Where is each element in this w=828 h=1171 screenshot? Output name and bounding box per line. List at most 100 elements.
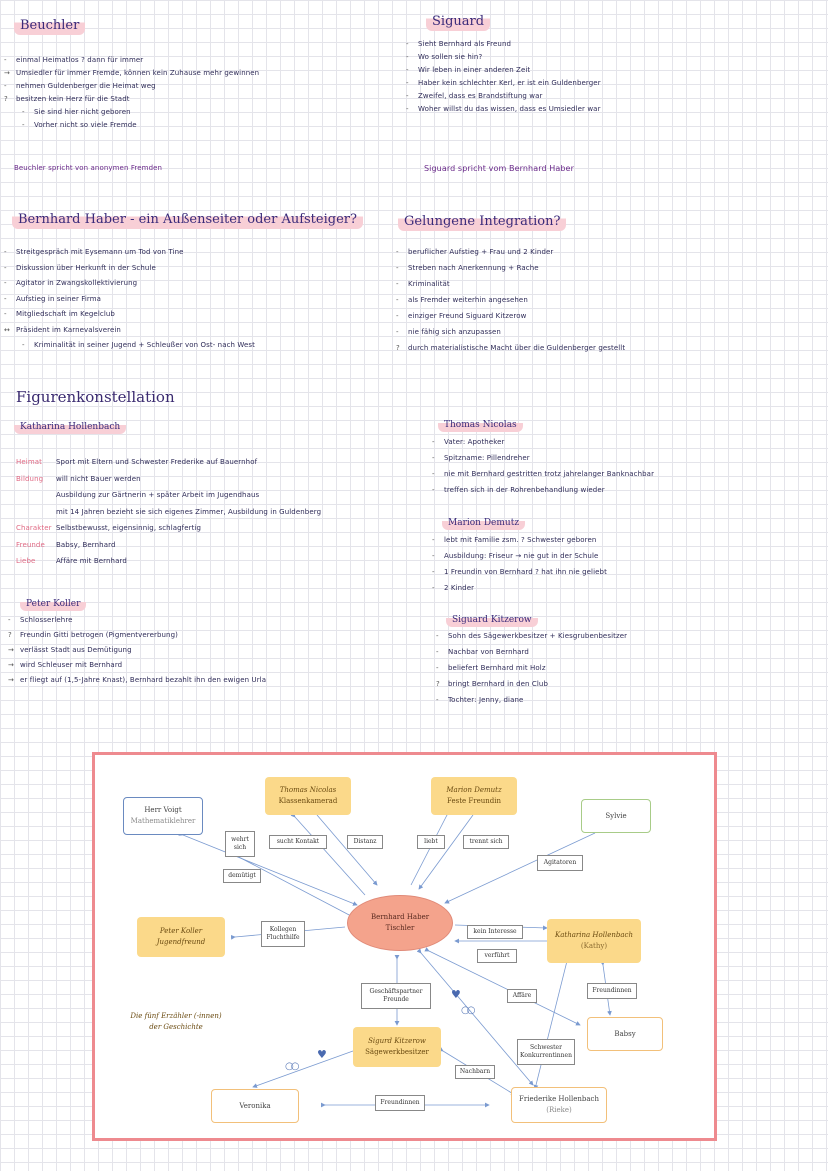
row-label: Liebe xyxy=(16,557,36,565)
row-text: Affäre mit Bernhard xyxy=(56,557,127,565)
row-text: mit 14 Jahren bezieht sie sich eigenes Z… xyxy=(56,507,322,516)
bullet-mark: - xyxy=(8,616,11,624)
bullet-mark: - xyxy=(4,294,7,303)
bullet-mark: - xyxy=(432,568,435,576)
item-text: Tochter: Jenny, diane xyxy=(448,696,524,704)
node-katharina: Katharina Hollenbach (Kathy) xyxy=(547,919,641,963)
integration-item: -einziger Freund Siguard Kitzerow xyxy=(396,312,526,320)
beuchler-item: -einmal Heimatlos ? dann für immer xyxy=(4,56,143,64)
edge-gedemuetigt xyxy=(234,854,354,918)
item-text: verlässt Stadt aus Demütigung xyxy=(20,646,132,654)
bullet-mark: - xyxy=(406,105,409,113)
item-text: Zweifel, dass es Brandstiftung war xyxy=(418,92,543,100)
bullet-mark: → xyxy=(8,661,14,669)
bullet-mark: - xyxy=(432,536,435,544)
row-label: Charakter xyxy=(16,524,52,532)
bullet-mark: - xyxy=(406,66,409,74)
item-text: treffen sich in der Rohrenbehandlung wie… xyxy=(444,486,605,494)
beuchler-item: →Umsiedler für immer Fremde, können kein… xyxy=(4,69,259,77)
marion-item: - 2 Kinder xyxy=(432,584,474,592)
bernhard-item: -Streitgespräch mit Eysemann um Tod von … xyxy=(4,248,184,256)
heart-icon: ♥ xyxy=(451,988,461,1001)
item-text: als Fremder weiterhin angesehen xyxy=(408,296,528,304)
heart-icon: ♥ xyxy=(317,1048,327,1061)
edge-sylvie xyxy=(444,832,596,904)
label-wehrt: wehrt sich xyxy=(225,831,255,857)
thomas-heading: Thomas Nicolas xyxy=(438,418,523,432)
integration-item: - als Fremder weiterhin angesehen xyxy=(396,296,528,304)
siguard-item: -Woher willst du das wissen, dass es Ums… xyxy=(406,105,601,113)
bullet-mark: - xyxy=(396,248,399,256)
thomas-item: -Spitzname: Pillendreher xyxy=(432,454,530,462)
beuchler-item: -Vorher nicht so viele Fremde xyxy=(22,121,137,129)
rings-icon: ○○ xyxy=(285,1061,300,1072)
label-freundinnen1: Freundinnen xyxy=(587,983,637,999)
label-distanz: Distanz xyxy=(347,835,383,849)
item-text: Aufstieg in seiner Firma xyxy=(16,294,102,303)
item-text: 2 Kinder xyxy=(444,584,475,592)
bullet-mark: - xyxy=(4,263,7,272)
bullet-mark: - xyxy=(432,552,435,560)
bullet-mark: - xyxy=(396,296,399,304)
bernhard-item: -Diskussion über Herkunft in der Schule xyxy=(4,264,156,272)
bullet-mark: - xyxy=(406,92,409,100)
bullet-mark: ? xyxy=(396,344,400,352)
siguard-item: - Zweifel, dass es Brandstiftung war xyxy=(406,92,542,100)
siguardk-item: ?bringt Bernhard in den Club xyxy=(436,680,548,688)
item-text: beruflicher Aufstieg + Frau und 2 Kinder xyxy=(408,248,554,256)
thomas-item: -nie mit Bernhard gestritten trotz jahre… xyxy=(432,470,654,478)
item-text: Agitator in Zwangskollektivierung xyxy=(16,279,138,287)
bullet-mark: → xyxy=(8,646,14,654)
figuren-heading: Figurenkonstellation xyxy=(16,388,175,406)
item-text: 1 Freundin von Bernhard ? hat ihn nie ge… xyxy=(444,568,607,576)
edge-veronika xyxy=(252,1050,354,1088)
bullet-mark: → xyxy=(4,69,10,77)
bullet-mark: → xyxy=(8,676,14,684)
row-text: Selbstbewusst, eigensinnig, schlagfertig xyxy=(56,524,202,532)
item-text: wird Schleuser mit Bernhard xyxy=(20,661,123,669)
integration-item: -nie fähig sich anzupassen xyxy=(396,328,501,336)
bullet-mark: - xyxy=(396,312,399,320)
edge-distanz xyxy=(316,814,378,886)
bernhard-item: - Agitator in Zwangskollektivierung xyxy=(4,279,137,287)
item-text: Sohn des Sägewerkbesitzer + Kiesgrubenbe… xyxy=(448,632,628,640)
bernhard-item: -Aufstieg in seiner Firma xyxy=(4,295,101,303)
label-trennt: trennt sich xyxy=(463,835,509,849)
item-text: besitzen kein Herz für die Stadt xyxy=(16,95,130,103)
bullet-mark: - xyxy=(432,486,435,494)
beuchler-item: -nehmen Guldenberger die Heimat weg xyxy=(4,82,156,90)
bullet-mark: - xyxy=(432,584,435,592)
item-text: Kriminalität xyxy=(408,280,450,288)
bullet-mark: ? xyxy=(4,95,8,103)
row-label: Heimat xyxy=(16,458,42,466)
character-diagram: Bernhard Haber Tischler Thomas Nicolas K… xyxy=(92,752,717,1141)
label-affaere: Affäre xyxy=(507,989,537,1003)
bullet-mark: - xyxy=(432,470,435,478)
katharina-item: mit 14 Jahren bezieht sie sich eigenes Z… xyxy=(16,508,321,516)
katharina-item: Charakter Selbstbewusst, eigensinnig, sch… xyxy=(16,524,201,532)
bullet-mark: - xyxy=(396,280,399,288)
item-text: Ausbildung: Friseur → nie gut in der Sch… xyxy=(444,552,599,560)
node-peter: Peter Koller Jugendfreund xyxy=(137,917,225,957)
integration-heading: Gelungene Integration? xyxy=(398,212,567,231)
marion-item: - Ausbildung: Friseur → nie gut in der Sc… xyxy=(432,552,598,560)
siguardk-item: -beliefert Bernhard mit Holz xyxy=(436,664,546,672)
label-kollegen: Kollegen Fluchthilfe xyxy=(261,921,305,947)
peter-heading: Peter Koller xyxy=(20,597,87,611)
bullet-mark: ? xyxy=(436,680,440,688)
bullet-mark: - xyxy=(406,79,409,87)
item-text: Wir leben in einer anderen Zeit xyxy=(418,66,531,74)
item-text: nie fähig sich anzupassen xyxy=(408,328,501,336)
beuchler-item: -Sie sind hier nicht geboren xyxy=(22,108,131,116)
bullet-mark: - xyxy=(4,279,7,287)
bullet-mark: ↔ xyxy=(4,325,10,334)
peter-item: →er fliegt auf (1,5-Jahre Knast), Bernha… xyxy=(8,676,266,684)
edge-voigt xyxy=(178,831,358,906)
integration-item: ?durch materialistische Macht über die G… xyxy=(396,344,625,352)
item-text: Haber kein schlechter Kerl, er ist ein G… xyxy=(418,79,601,87)
node-bernhard: Bernhard Haber Tischler xyxy=(347,895,453,951)
item-text: Wo sollen sie hin? xyxy=(418,53,483,61)
item-text: beliefert Bernhard mit Holz xyxy=(448,664,546,672)
row-text: Ausbildung zur Gärtnerin + später Arbeit… xyxy=(56,491,260,499)
integration-item: - Kriminalität xyxy=(396,280,450,288)
